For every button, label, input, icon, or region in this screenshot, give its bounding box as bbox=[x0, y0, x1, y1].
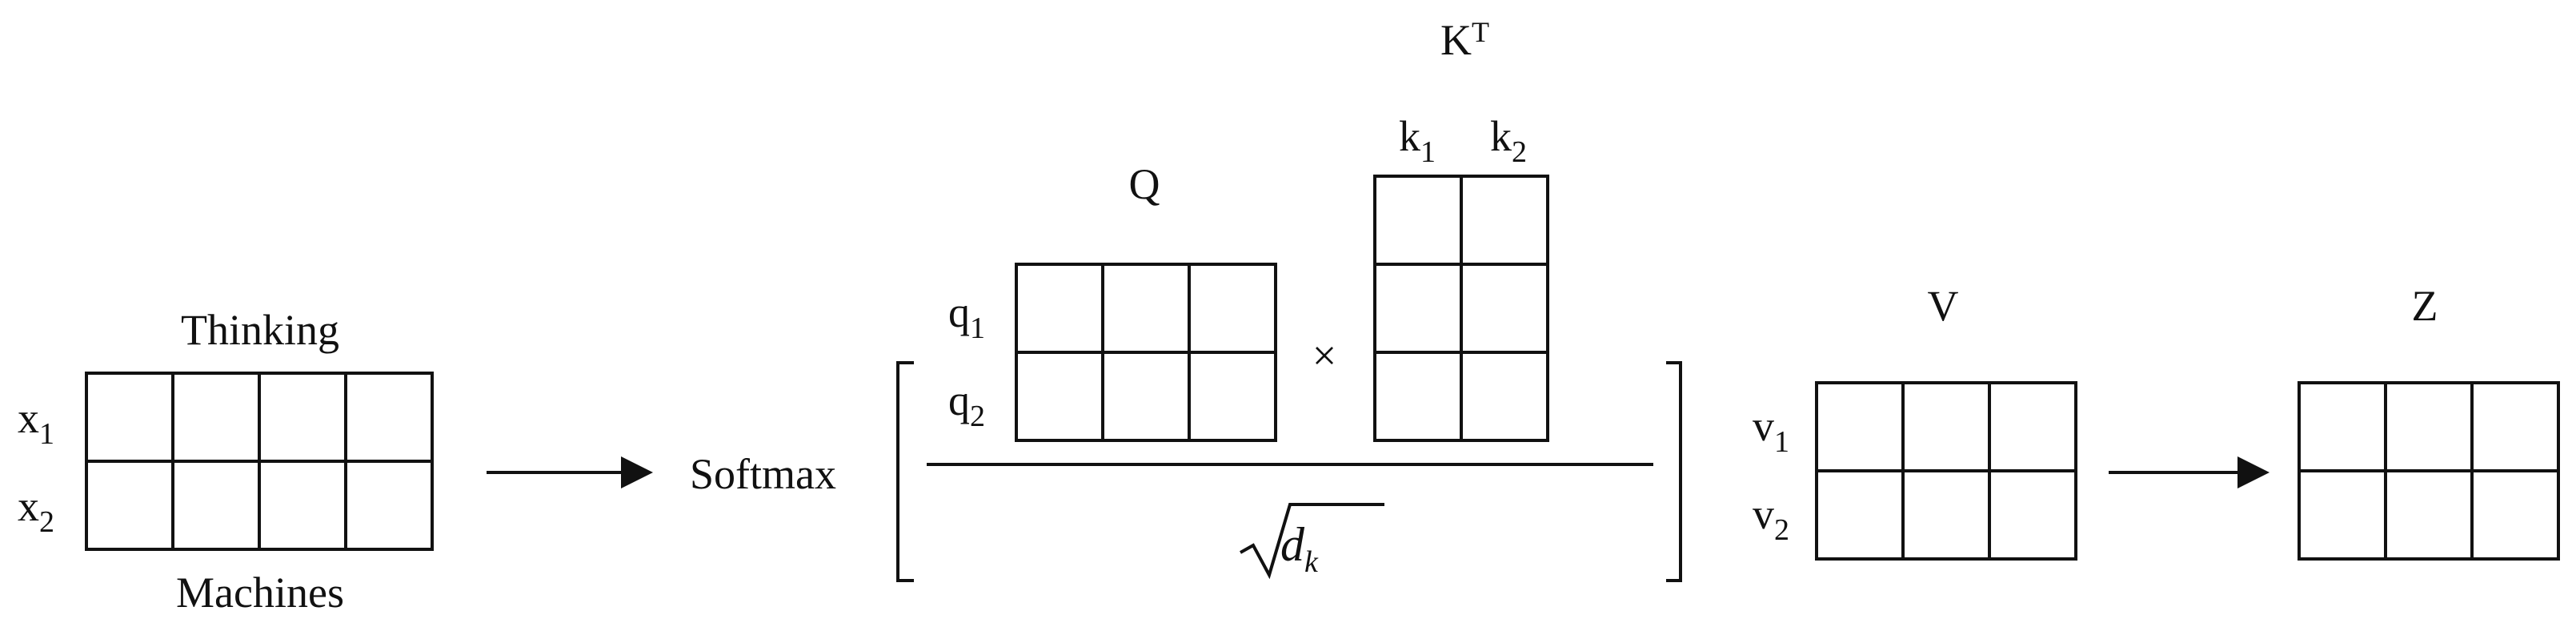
input-cell-1-4 bbox=[344, 372, 434, 463]
z-cell-2-1 bbox=[2298, 469, 2387, 561]
input-matrix bbox=[85, 372, 434, 551]
q-label: Q bbox=[1129, 160, 1160, 208]
v-cell-2-3 bbox=[1988, 469, 2077, 561]
q-matrix bbox=[1015, 263, 1277, 442]
kt-matrix bbox=[1373, 175, 1549, 442]
v-label: V bbox=[1928, 282, 1959, 330]
z-label: Z bbox=[2412, 282, 2438, 330]
input-row-label-1: x1 bbox=[18, 394, 54, 451]
z-cell-1-3 bbox=[2470, 381, 2560, 472]
input-cell-1-2 bbox=[171, 372, 261, 463]
input-bottom-label: Machines bbox=[176, 569, 344, 617]
right-bracket bbox=[1666, 361, 1682, 582]
q-cell-2-2 bbox=[1101, 351, 1191, 442]
z-matrix bbox=[2298, 381, 2560, 561]
kt-cell-3-1 bbox=[1373, 351, 1463, 442]
kt-label: KT bbox=[1440, 16, 1489, 64]
v-cell-2-2 bbox=[1901, 469, 1991, 561]
v-cell-2-1 bbox=[1815, 469, 1905, 561]
v-cell-1-1 bbox=[1815, 381, 1905, 472]
q-cell-1-2 bbox=[1101, 263, 1191, 354]
kt-cell-1-1 bbox=[1373, 175, 1463, 266]
input-cell-2-3 bbox=[258, 460, 347, 551]
kt-col-label-2: k2 bbox=[1490, 112, 1527, 169]
kt-cell-2-2 bbox=[1460, 263, 1549, 354]
input-cell-1-1 bbox=[85, 372, 174, 463]
q-cell-1-3 bbox=[1188, 263, 1277, 354]
input-cell-2-1 bbox=[85, 460, 174, 551]
q-cell-1-1 bbox=[1015, 263, 1104, 354]
softmax-label: Softmax bbox=[690, 450, 836, 498]
denominator-dk: dk bbox=[1280, 518, 1319, 579]
z-cell-2-2 bbox=[2384, 469, 2474, 561]
sqrt-sign bbox=[1240, 503, 1384, 580]
input-top-label: Thinking bbox=[181, 306, 339, 354]
v-cell-1-2 bbox=[1901, 381, 1991, 472]
z-cell-2-3 bbox=[2470, 469, 2560, 561]
q-row-label-2: q2 bbox=[948, 376, 985, 433]
q-cell-2-1 bbox=[1015, 351, 1104, 442]
kt-col-label-1: k1 bbox=[1399, 112, 1436, 169]
kt-cell-2-1 bbox=[1373, 263, 1463, 354]
v-row-label-2: v2 bbox=[1753, 490, 1789, 547]
multiply-sign: × bbox=[1312, 332, 1336, 380]
input-row-label-2: x2 bbox=[18, 482, 54, 539]
input-cell-1-3 bbox=[258, 372, 347, 463]
kt-cell-1-2 bbox=[1460, 175, 1549, 266]
input-cell-2-4 bbox=[344, 460, 434, 551]
z-cell-1-1 bbox=[2298, 381, 2387, 472]
input-cell-2-2 bbox=[171, 460, 261, 551]
v-matrix bbox=[1815, 381, 2077, 561]
z-cell-1-2 bbox=[2384, 381, 2474, 472]
v-cell-1-3 bbox=[1988, 381, 2077, 472]
q-cell-2-3 bbox=[1188, 351, 1277, 442]
kt-cell-3-2 bbox=[1460, 351, 1549, 442]
v-row-label-1: v1 bbox=[1753, 402, 1789, 459]
left-bracket bbox=[896, 361, 914, 582]
q-row-label-1: q1 bbox=[948, 288, 985, 345]
